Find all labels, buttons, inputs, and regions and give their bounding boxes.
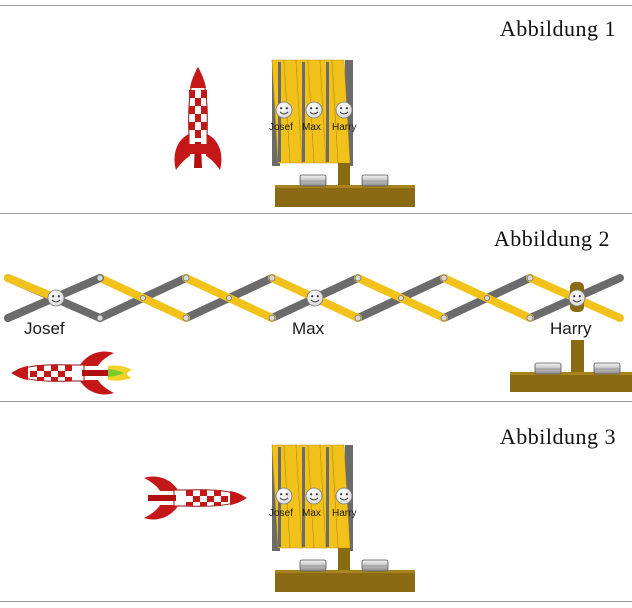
separator-2 [0,401,632,402]
bolt-icon [299,559,327,572]
name-harry-2: Harry [550,319,592,338]
harry-face-icon [335,487,353,505]
max-face-icon [305,487,323,505]
name-josef-1: Josef [269,122,293,133]
max-face-icon [305,101,323,119]
rocket-icon [11,351,132,395]
harry-face-icon [568,289,586,307]
top-rule [0,5,632,6]
harry-post [568,282,586,375]
figure-3: Josef Max Harry [143,444,415,592]
josef-face-icon [275,487,293,505]
josef-face-icon [275,101,293,119]
harry-face-icon [335,101,353,119]
bolt-icon [361,174,389,187]
separator-1 [0,213,632,214]
figure-3-title: Abbildung 3 [499,424,616,449]
figure-2: Josef Max Harry [4,274,632,395]
bolt-icon [299,174,327,187]
bolt-icon [361,559,389,572]
name-harry-3: Harry [332,508,356,519]
name-max-2: Max [292,319,325,338]
lift-base [275,548,415,592]
bolt-icon [593,362,621,375]
lift-base [275,163,415,207]
max-face-icon [306,289,324,307]
name-max-3: Max [302,508,321,519]
josef-face-icon [47,289,65,307]
name-harry-1: Harry [332,122,356,133]
name-josef-2: Josef [24,319,65,338]
name-max-1: Max [302,122,321,133]
rocket-icon [143,476,247,520]
rocket-icon [174,67,222,171]
lift-base [510,362,632,392]
bottom-rule [0,601,632,602]
figure-1-title: Abbildung 1 [499,16,616,41]
bolt-icon [534,362,562,375]
figure-2-title: Abbildung 2 [493,226,610,251]
name-josef-3: Josef [269,508,293,519]
figure-1: Josef Max Harry [174,59,415,207]
